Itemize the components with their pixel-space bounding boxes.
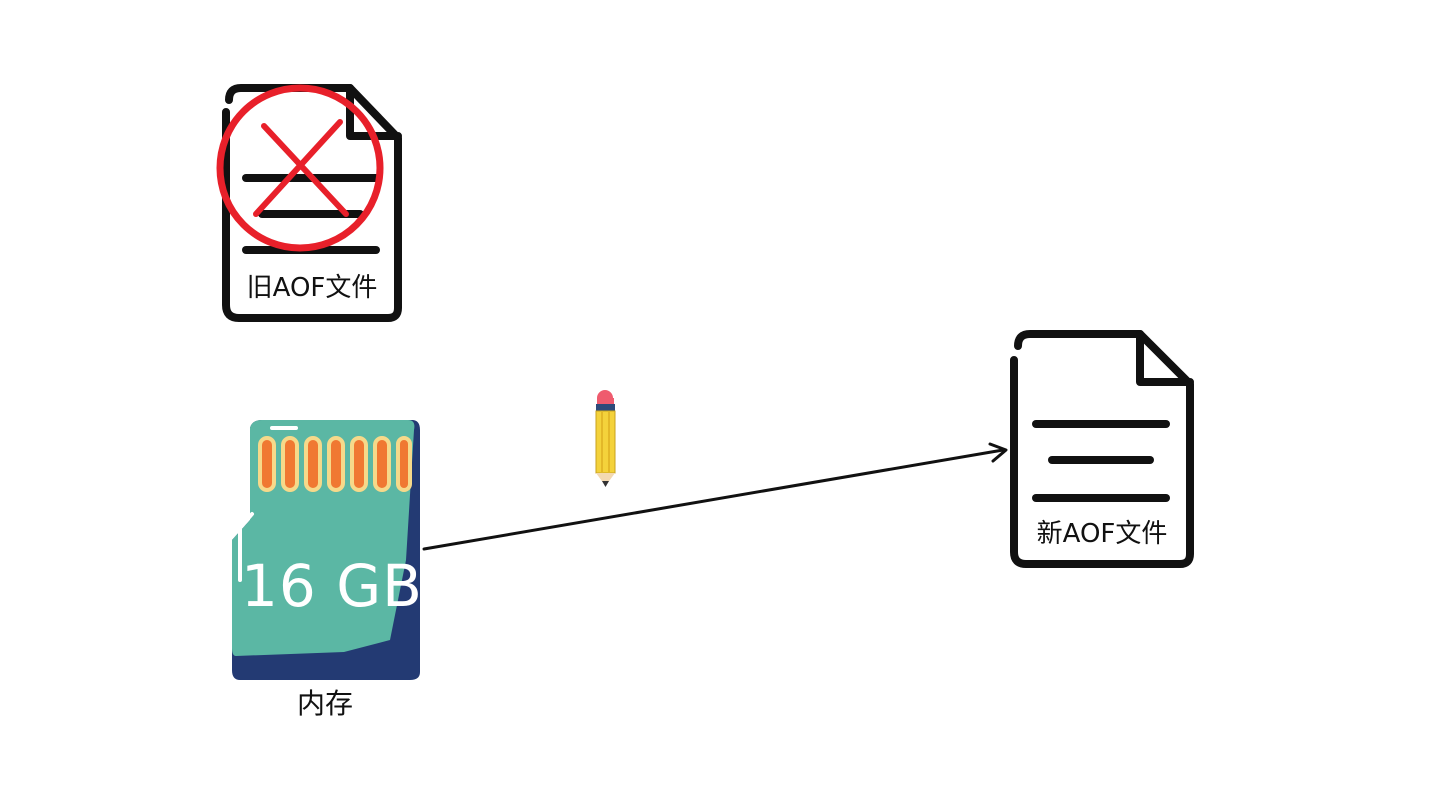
pencil-icon [595,390,616,487]
old-file-outline [222,84,402,322]
old-aof-file: 旧AOF文件 [216,84,402,322]
card-contacts [258,436,412,492]
memory-card-icon: 16 GB [232,420,423,680]
old-file-label: 旧AOF文件 [247,273,378,303]
new-file-outline [1010,330,1194,568]
delete-mark-icon [216,84,384,252]
write-arrow [422,442,1008,551]
new-file-dogear [1136,330,1194,386]
memory-label: 内存 [297,687,353,720]
card-capacity-text: 16 GB [241,552,423,620]
new-file-label: 新AOF文件 [1037,519,1168,549]
new-aof-file: 新AOF文件 [1010,330,1194,568]
